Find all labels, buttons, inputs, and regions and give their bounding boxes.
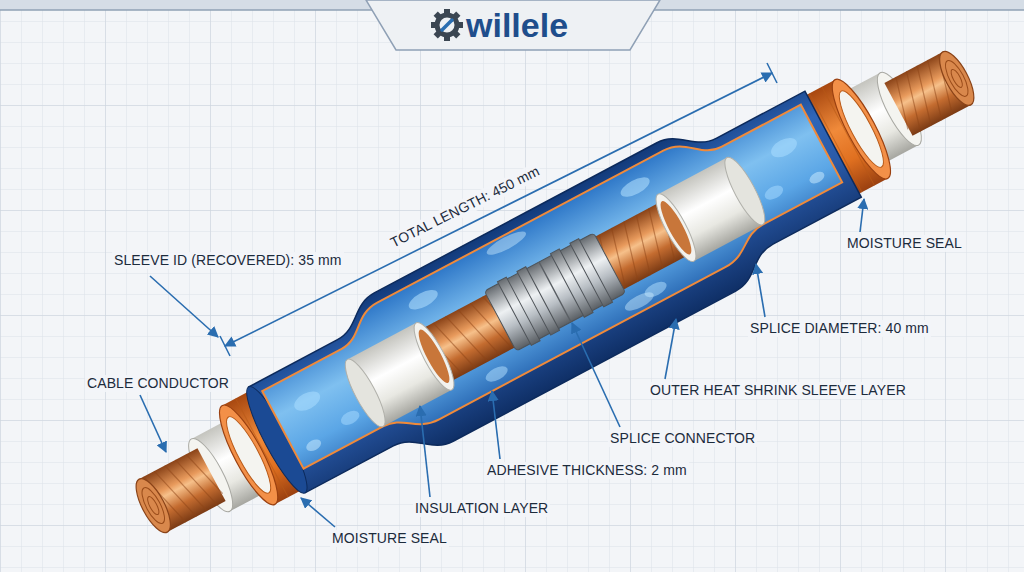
part-label: SLEEVE ID (RECOVERED): 35 mm bbox=[112, 252, 344, 269]
dimension-line bbox=[767, 63, 777, 83]
leader-line bbox=[140, 395, 166, 452]
leader-line bbox=[860, 199, 864, 232]
part-label: SPLICE CONNECTOR bbox=[608, 430, 757, 447]
logo-text: willele bbox=[466, 5, 568, 45]
part-label: SPLICE DIAMETER: 40 mm bbox=[748, 320, 931, 337]
header-band bbox=[0, 0, 1024, 50]
dimension-line bbox=[220, 336, 230, 356]
cable-splice bbox=[484, 227, 528, 258]
part-label: INSULATION LAYER bbox=[413, 500, 550, 517]
splice-connector bbox=[484, 233, 625, 351]
dimension-line bbox=[225, 73, 772, 346]
leader-line bbox=[756, 264, 765, 317]
gear-icon bbox=[442, 20, 452, 30]
dimension-line bbox=[220, 63, 777, 356]
part-label: MOISTURE SEAL bbox=[330, 530, 449, 547]
leader-line bbox=[572, 323, 620, 427]
gear-icon bbox=[437, 15, 457, 35]
splice-connector bbox=[517, 267, 560, 335]
cable-splice bbox=[104, 0, 1006, 572]
splice-connector bbox=[570, 239, 613, 307]
part-label: OUTER HEAT SHRINK SLEEVE LAYER bbox=[648, 382, 908, 399]
leader-line bbox=[140, 199, 864, 527]
leader-line bbox=[492, 391, 500, 459]
leader-line bbox=[665, 319, 676, 379]
leader-line bbox=[150, 276, 218, 337]
leader-line bbox=[420, 406, 430, 497]
dimension-label: TOTAL LENGTH: 450 mm bbox=[386, 162, 544, 252]
part-label: MOISTURE SEAL bbox=[845, 235, 964, 252]
adhesive-layer bbox=[251, 83, 852, 486]
part-label: CABLE CONDUCTOR bbox=[85, 375, 231, 392]
leader-line bbox=[301, 498, 335, 527]
header-band bbox=[366, 0, 660, 50]
gear-icon bbox=[431, 9, 463, 41]
part-label: ADHESIVE THICKNESS: 2 mm bbox=[485, 462, 689, 479]
cable-splice bbox=[622, 289, 656, 315]
gear-icon bbox=[431, 9, 463, 41]
splice-connector bbox=[539, 262, 571, 322]
